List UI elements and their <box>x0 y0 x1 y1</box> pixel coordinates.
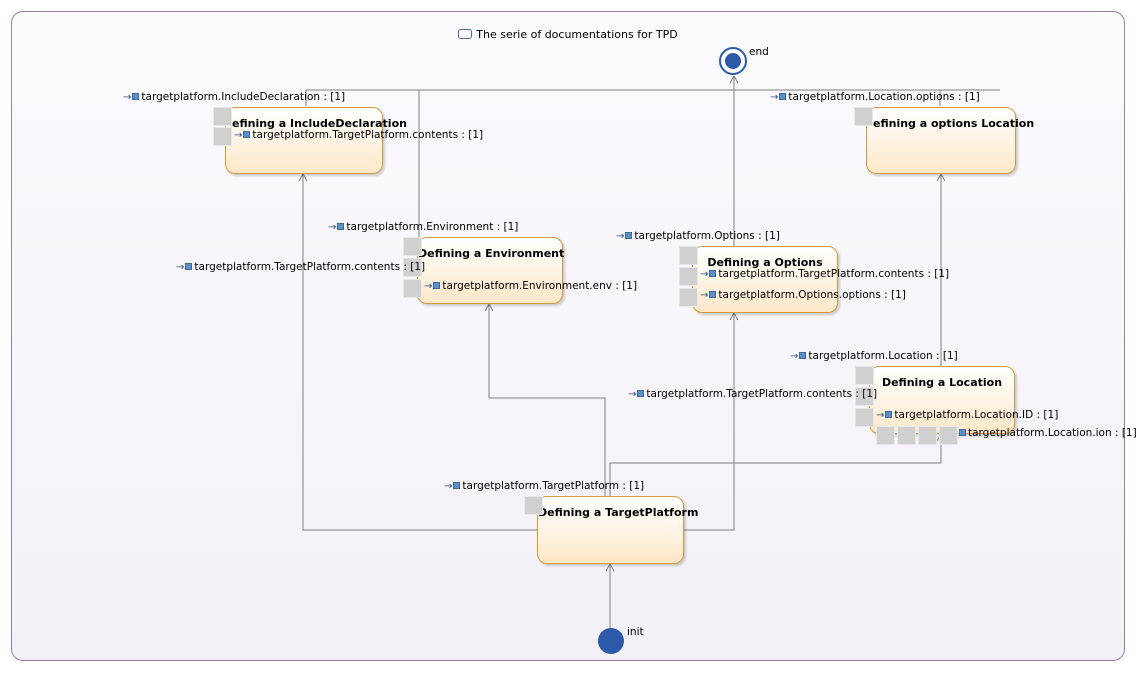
port[interactable] <box>855 366 874 385</box>
arrow-icon: → <box>770 92 779 103</box>
property-icon <box>709 290 717 298</box>
port[interactable] <box>403 279 422 298</box>
state-title: Defining a Location <box>881 376 1003 389</box>
arrow-icon: → <box>176 262 185 273</box>
state-include-declaration[interactable]: efining a IncludeDeclaration <box>225 107 407 174</box>
wire-tp-to-location <box>609 434 942 496</box>
diagram-title: The serie of documentations for TPD <box>12 28 1124 41</box>
state-title: efining a options Location <box>873 117 1035 130</box>
label-options-in: →targetplatform.Options : [1] <box>616 230 780 242</box>
state-title: Defining a Environment <box>418 247 565 260</box>
port[interactable] <box>524 496 543 515</box>
state-location[interactable]: Defining a Location <box>869 366 1015 434</box>
label-target-platform-in: →targetplatform.TargetPlatform : [1] <box>444 480 645 492</box>
arrow-icon: → <box>700 269 709 280</box>
property-icon <box>959 428 966 436</box>
arrow-icon: → <box>123 92 132 103</box>
property-icon <box>185 262 193 270</box>
port[interactable] <box>213 107 232 126</box>
property-icon <box>453 481 461 489</box>
wire-tp-to-options <box>684 313 735 531</box>
arrow-icon: → <box>234 130 243 141</box>
property-icon <box>637 389 645 397</box>
state-options[interactable]: Defining a Options <box>692 246 838 313</box>
port[interactable] <box>403 258 422 277</box>
port[interactable] <box>918 426 937 445</box>
label-options-options: →targetplatform.Options.options : [1] <box>700 289 906 301</box>
label-tp-contents-mid: →targetplatform.TargetPlatform.contents … <box>628 388 878 400</box>
label-environment-env: →targetplatform.Environment.env : [1] <box>424 280 638 292</box>
end-node-dot <box>725 53 741 69</box>
port[interactable] <box>939 426 958 445</box>
property-icon <box>433 281 441 289</box>
label-include-tp-contents: →targetplatform.TargetPlatform.contents … <box>234 129 484 141</box>
property-icon <box>625 231 633 239</box>
port[interactable] <box>854 107 873 126</box>
label-options-tp-contents: →targetplatform.TargetPlatform.contents … <box>700 268 950 280</box>
property-icon <box>709 269 717 277</box>
port[interactable] <box>855 387 874 406</box>
label-tp-contents-left: →targetplatform.TargetPlatform.contents … <box>176 261 426 273</box>
arrow-icon: → <box>424 281 433 292</box>
state-title: Defining a TargetPlatform <box>538 506 699 519</box>
state-title: Defining a Options <box>707 256 823 269</box>
property-icon <box>779 92 787 100</box>
init-label: init <box>627 626 644 638</box>
wire-tp-to-include <box>302 174 537 531</box>
port[interactable] <box>403 237 422 256</box>
label-include-declaration-in: →targetplatform.IncludeDeclaration : [1] <box>123 91 346 103</box>
state-target-platform[interactable]: Defining a TargetPlatform <box>537 496 699 564</box>
end-node[interactable] <box>719 47 747 75</box>
port[interactable] <box>679 288 698 307</box>
arrow-icon: → <box>328 222 337 233</box>
state-environment[interactable]: Defining a Environment <box>417 237 565 304</box>
property-icon <box>243 130 251 138</box>
port[interactable] <box>679 267 698 286</box>
state-options-location[interactable]: efining a options Location <box>866 107 1035 174</box>
port[interactable] <box>213 127 232 146</box>
property-icon <box>885 410 893 418</box>
property-icon <box>799 351 807 359</box>
port[interactable] <box>855 408 874 427</box>
arrow-icon: → <box>444 481 453 492</box>
arrow-icon: → <box>616 231 625 242</box>
port[interactable] <box>897 426 916 445</box>
arrow-icon: → <box>790 351 799 362</box>
state-title: efining a IncludeDeclaration <box>232 117 407 130</box>
arrow-icon: → <box>628 389 637 400</box>
label-location-options-in: →targetplatform.Location.options : [1] <box>770 91 980 103</box>
init-node[interactable] <box>598 628 624 654</box>
statemachine-icon <box>458 29 473 39</box>
label-location-in: →targetplatform.Location : [1] <box>790 350 958 362</box>
port[interactable] <box>679 246 698 265</box>
label-location-id: →targetplatform.Location.ID : [1] <box>876 409 1059 421</box>
property-icon <box>337 222 345 230</box>
label-location-overlap: targetplatform.Location.ion : [1] <box>958 427 1137 439</box>
property-icon <box>132 92 140 100</box>
port[interactable] <box>876 426 895 445</box>
arrow-icon: → <box>876 410 885 421</box>
end-label: end <box>749 46 769 58</box>
label-environment-in: →targetplatform.Environment : [1] <box>328 221 519 233</box>
arrow-icon: → <box>700 290 709 301</box>
wire-tp-to-environment <box>488 304 606 496</box>
